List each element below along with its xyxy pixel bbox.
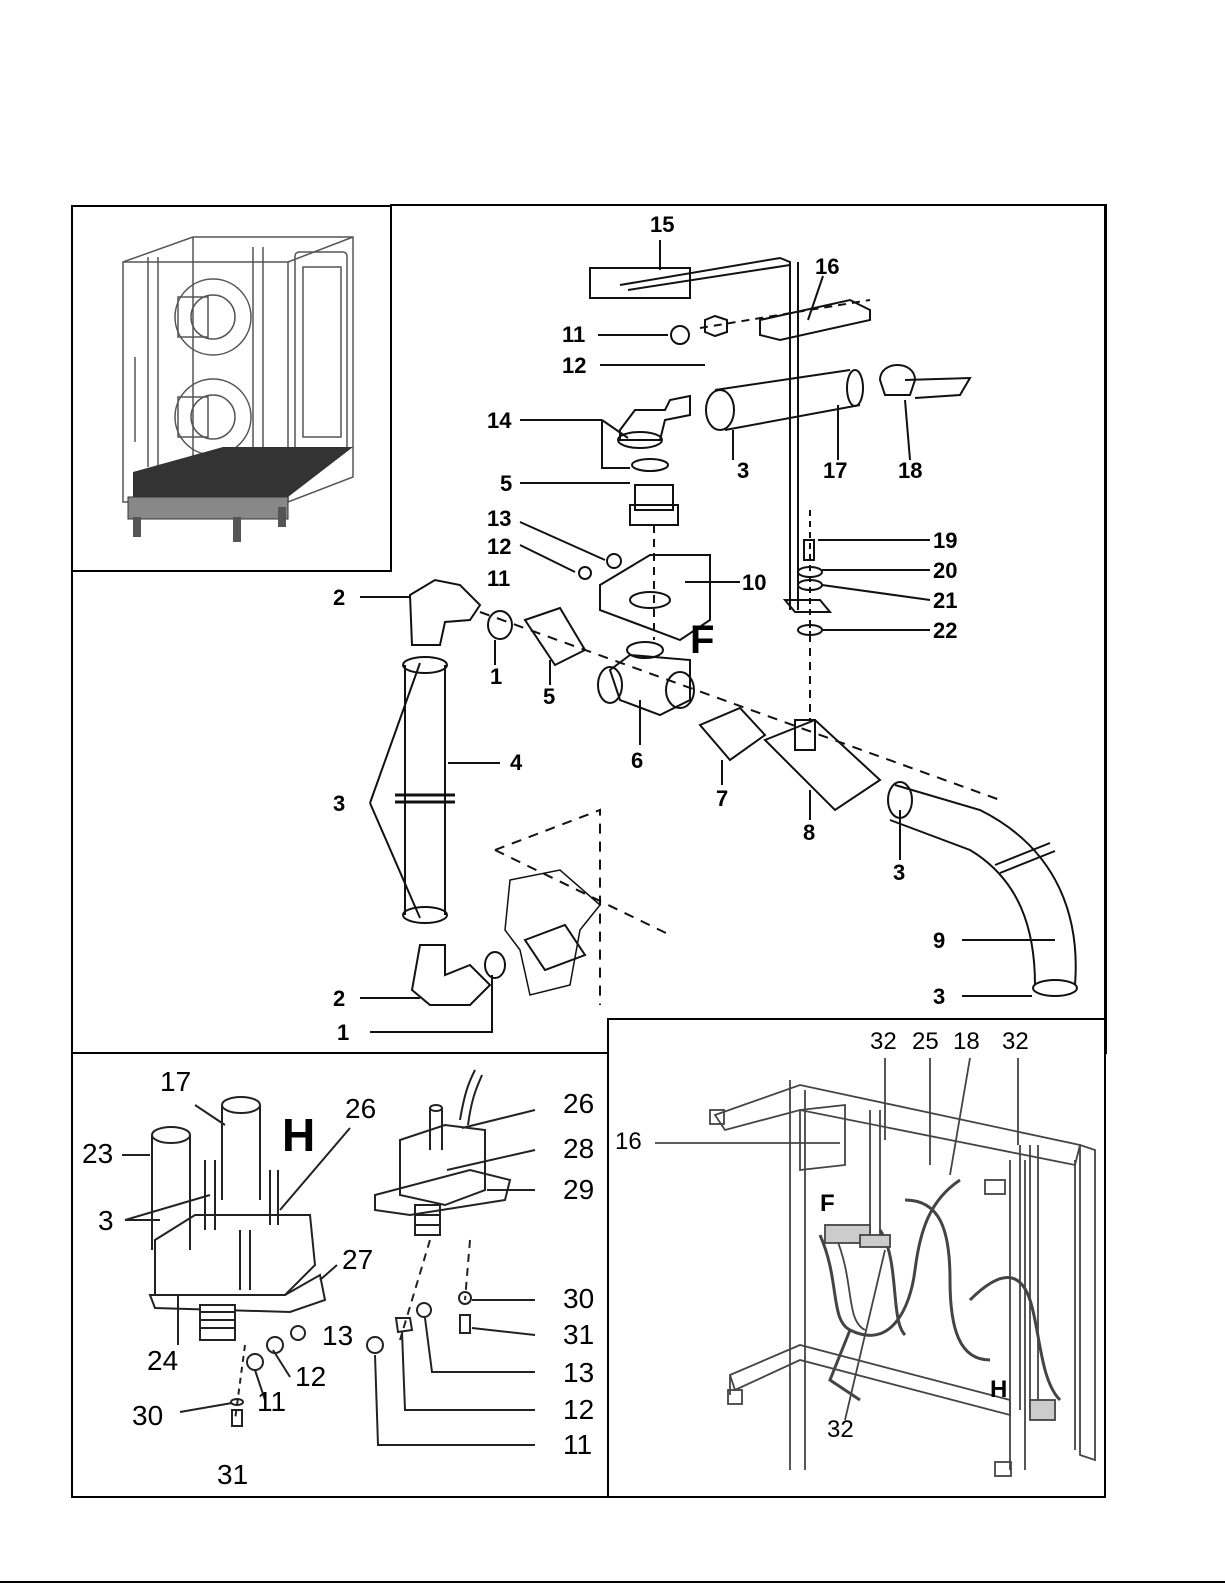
callout-23: 23 <box>82 1140 113 1168</box>
callout-24: 24 <box>147 1347 178 1375</box>
callout-1: 1 <box>337 1022 349 1044</box>
callout-15: 15 <box>650 214 674 236</box>
callout-13: 13 <box>322 1322 353 1350</box>
callout-8: 8 <box>803 822 815 844</box>
callout-17: 17 <box>160 1068 191 1096</box>
callout-14: 14 <box>487 410 511 432</box>
callout-3: 3 <box>893 862 905 884</box>
callout-12: 12 <box>563 1396 594 1424</box>
callout-21: 21 <box>933 590 957 612</box>
callout-10: 10 <box>742 572 766 594</box>
callout-9: 9 <box>933 930 945 952</box>
callout-22: 22 <box>933 620 957 642</box>
valve-assembly-panel <box>71 1052 609 1498</box>
page-bottom-rule <box>0 1581 1225 1583</box>
assembly-letter-F: F <box>690 620 714 660</box>
callout-32: 32 <box>827 1418 854 1442</box>
callout-12: 12 <box>562 355 586 377</box>
callout-11: 11 <box>257 1388 286 1416</box>
callout-2: 2 <box>333 587 345 609</box>
callout-30: 30 <box>563 1285 594 1313</box>
assembly-letter-H: H <box>282 1112 315 1158</box>
callout-5: 5 <box>543 686 555 708</box>
callout-11: 11 <box>487 568 510 590</box>
callout-3: 3 <box>333 793 345 815</box>
callout-11: 11 <box>562 324 585 346</box>
callout-3: 3 <box>737 460 749 482</box>
callout-3: 3 <box>98 1207 114 1235</box>
callout-28: 28 <box>563 1135 594 1163</box>
callout-26: 26 <box>563 1090 594 1118</box>
callout-12: 12 <box>295 1363 326 1391</box>
callout-27: 27 <box>342 1246 373 1274</box>
callout-18: 18 <box>898 460 922 482</box>
callout-16: 16 <box>615 1130 642 1154</box>
callout-13: 13 <box>487 508 511 530</box>
callout-11: 11 <box>563 1431 592 1459</box>
callout-29: 29 <box>563 1176 594 1204</box>
callout-18: 18 <box>953 1030 980 1054</box>
callout-31: 31 <box>563 1321 594 1349</box>
callout-13: 13 <box>563 1359 594 1387</box>
frame-location-panel <box>607 1018 1106 1498</box>
callout-6: 6 <box>631 750 643 772</box>
callout-25: 25 <box>912 1030 939 1054</box>
callout-5: 5 <box>500 473 512 495</box>
main-assembly-frame <box>390 204 1106 206</box>
callout-16: 16 <box>815 256 839 278</box>
callout-7: 7 <box>716 788 728 810</box>
callout-32: 32 <box>1002 1030 1029 1054</box>
callout-26: 26 <box>345 1095 376 1123</box>
frame-letter-H: H <box>990 1378 1007 1402</box>
callout-20: 20 <box>933 560 957 582</box>
callout-17: 17 <box>823 460 847 482</box>
callout-12: 12 <box>487 536 511 558</box>
callout-31: 31 <box>217 1461 248 1489</box>
callout-30: 30 <box>132 1402 163 1430</box>
callout-19: 19 <box>933 530 957 552</box>
callout-3: 3 <box>933 986 945 1008</box>
callout-2: 2 <box>333 988 345 1010</box>
callout-32: 32 <box>870 1030 897 1054</box>
callout-1: 1 <box>490 666 502 688</box>
main-assembly-frame-left <box>71 570 73 1054</box>
callout-4: 4 <box>510 752 522 774</box>
frame-letter-F: F <box>820 1192 835 1216</box>
main-assembly-frame-right <box>1104 204 1106 1019</box>
